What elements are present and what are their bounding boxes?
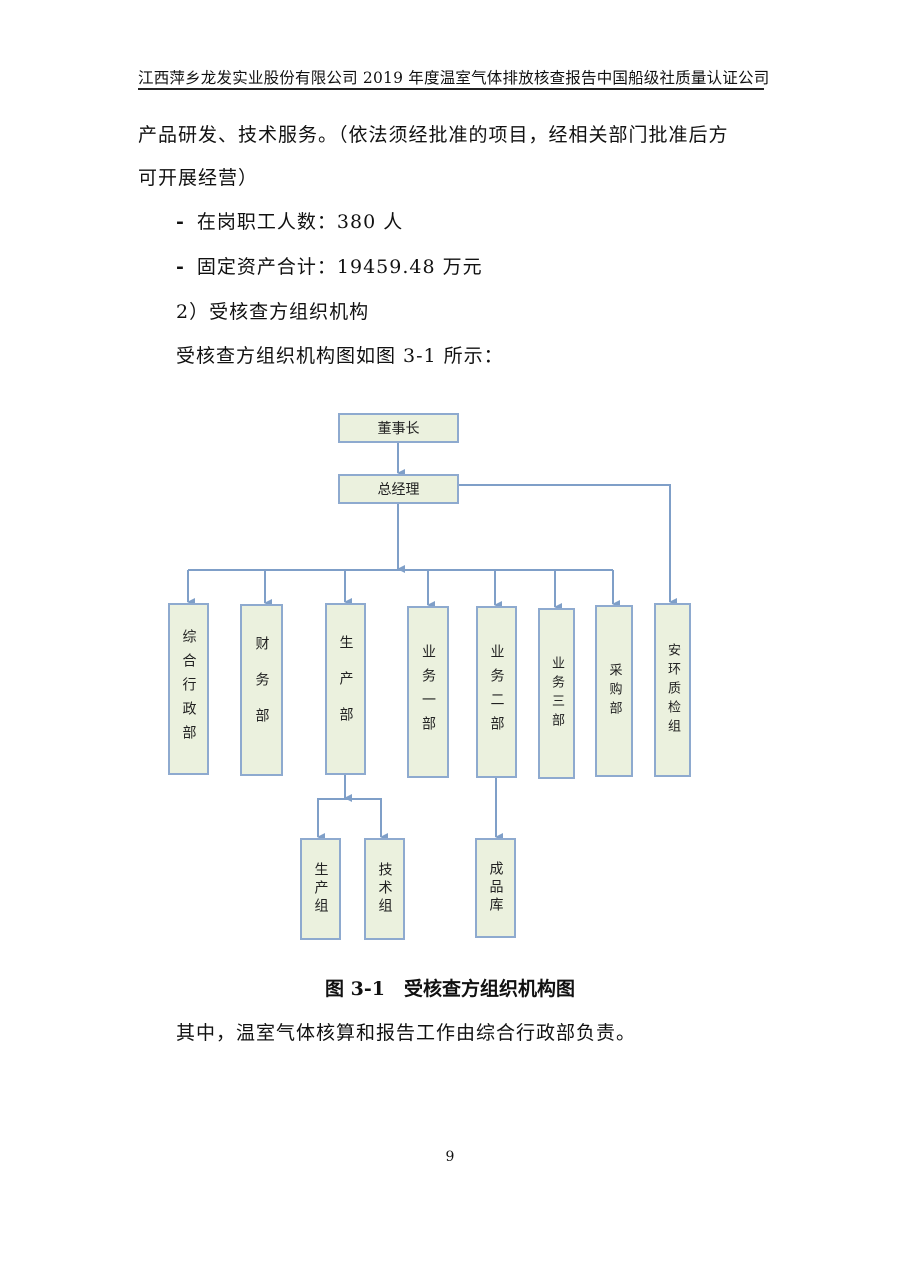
header-rule <box>138 88 764 90</box>
org-box-label: 安环质检组 <box>665 642 680 738</box>
bullet-marker: - <box>176 211 185 233</box>
org-box-label: 技术组 <box>376 862 393 916</box>
org-box-label: 总经理 <box>377 482 420 498</box>
bullet-item: -在岗职工人数：380 人 <box>176 207 403 234</box>
org-box-chairman: 董事长 <box>338 413 459 443</box>
org-box-business-2: 业务二部 <box>476 606 517 778</box>
org-box-label: 采购部 <box>606 662 622 720</box>
org-box-label: 业务二部 <box>488 644 505 740</box>
org-box-label: 财务部 <box>253 636 270 744</box>
org-box-label: 业务三部 <box>549 655 564 732</box>
org-box-business-3: 业务三部 <box>538 608 575 779</box>
org-box-technical-group: 技术组 <box>364 838 405 940</box>
bullet-text: 在岗职工人数：380 人 <box>196 211 404 233</box>
org-box-label: 生产组 <box>312 862 329 916</box>
connector <box>458 484 677 606</box>
org-box-general-manager: 总经理 <box>338 474 459 504</box>
org-box-label: 董事长 <box>377 421 420 437</box>
page-header: 江西萍乡龙发实业股份有限公司 2019 年度温室气体排放核查报告中国船级社质量认… <box>138 69 770 87</box>
org-box-safety-qc: 安环质检组 <box>654 603 691 777</box>
org-box-production: 生产部 <box>325 603 366 775</box>
bullet-text: 固定资产合计：19459.48 万元 <box>196 256 483 278</box>
figure-caption: 图 3-1 受核查方组织机构图 <box>325 978 575 1000</box>
section-heading: 2）受核查方组织机构 <box>176 301 370 323</box>
org-box-purchasing: 采购部 <box>595 605 633 777</box>
bullet-item: -固定资产合计：19459.48 万元 <box>176 252 483 279</box>
org-box-production-group: 生产组 <box>300 838 341 940</box>
paragraph-line: 受核查方组织机构图如图 3-1 所示： <box>176 345 504 367</box>
paragraph-line: 可开展经营） <box>138 167 259 189</box>
org-box-finished-goods: 成品库 <box>475 838 516 938</box>
bullet-marker: - <box>176 256 185 278</box>
org-box-label: 业务一部 <box>420 644 436 740</box>
org-box-label: 综合行政部 <box>180 629 197 749</box>
paragraph-line: 其中，温室气体核算和报告工作由综合行政部负责。 <box>176 1022 637 1044</box>
org-box-label: 成品库 <box>487 861 504 915</box>
org-box-business-1: 业务一部 <box>407 606 449 778</box>
org-box-label: 生产部 <box>337 635 354 743</box>
page-number: 9 <box>445 1149 455 1165</box>
org-box-admin: 综合行政部 <box>168 603 209 775</box>
org-box-finance: 财务部 <box>240 604 283 776</box>
paragraph-line: 产品研发、技术服务。（依法须经批准的项目，经相关部门批准后方 <box>138 124 729 146</box>
